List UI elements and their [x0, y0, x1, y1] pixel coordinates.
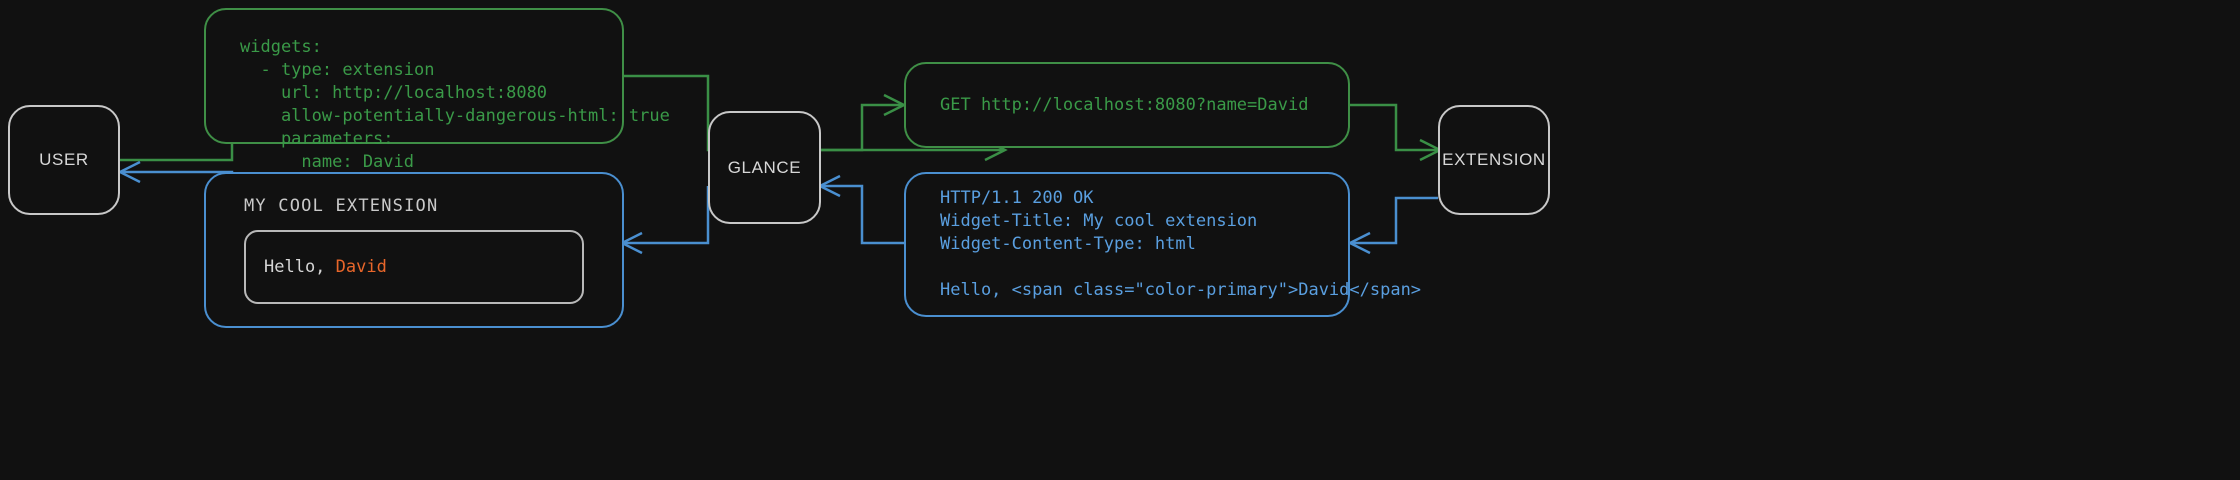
- node-extension-label: EXTENSION: [1442, 150, 1546, 169]
- arrow-extension-to-response: [1347, 196, 1438, 255]
- node-glance-label: GLANCE: [727, 157, 802, 177]
- panel-config: widgets: - type: extension url: http://l…: [204, 8, 670, 172]
- node-extension[interactable]: EXTENSION: [1438, 105, 1550, 215]
- panel-request: GET http://localhost:8080?name=David: [904, 62, 1350, 148]
- arrow-request-to-extension: [1350, 103, 1443, 162]
- panel-response: HTTP/1.1 200 OK Widget-Title: My cool ex…: [904, 172, 1421, 317]
- node-user[interactable]: USER: [8, 105, 120, 215]
- node-user-label: USER: [39, 150, 89, 169]
- arrow-response-to-glance: [817, 174, 904, 245]
- response-text: HTTP/1.1 200 OK Widget-Title: My cool ex…: [940, 188, 1422, 300]
- widget-greeting-name: David: [335, 257, 387, 277]
- panel-widget: MY COOL EXTENSION Hello, David: [204, 172, 624, 328]
- config-yaml-text: widgets: - type: extension url: http://l…: [240, 37, 670, 172]
- widget-title: MY COOL EXTENSION: [244, 196, 439, 216]
- request-text: GET http://localhost:8080?name=David: [940, 94, 1309, 115]
- arrow-glance-to-request: [820, 93, 907, 152]
- widget-content-card: Hello, David: [244, 230, 584, 304]
- node-glance[interactable]: GLANCE: [708, 111, 821, 224]
- widget-greeting-prefix: Hello,: [264, 257, 336, 277]
